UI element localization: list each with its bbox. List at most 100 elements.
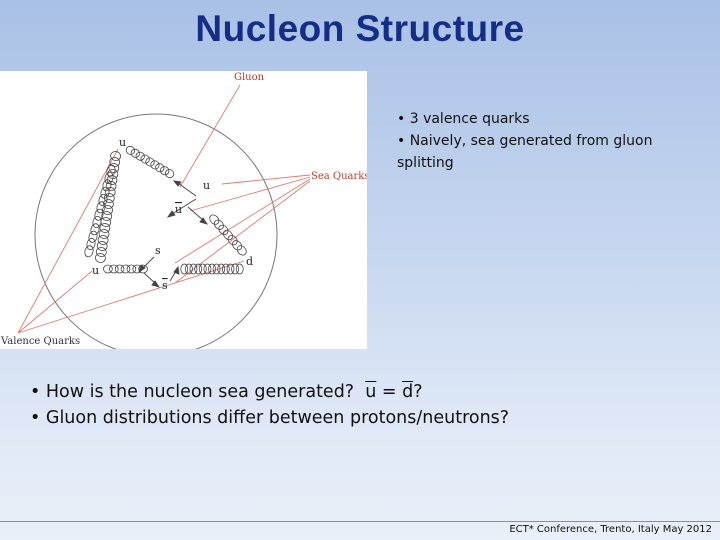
slide-title: Nucleon Structure: [195, 8, 525, 49]
ubar-symbol: u: [365, 382, 377, 402]
footer-text: ECT* Conference, Trento, Italy May 2012: [509, 524, 712, 535]
bullet-valence-quarks: • 3 valence quarks: [397, 111, 530, 127]
gluon-coil-loop: [184, 263, 193, 275]
arrow-head: [166, 210, 176, 218]
sea-question-text: • How is the nucleon sea generated?: [30, 382, 366, 402]
gluon-coils: [84, 145, 247, 275]
gluon-coil-loop: [103, 264, 113, 274]
equals-sign: =: [376, 382, 403, 402]
arrow-head: [199, 217, 209, 225]
bullet-sea-generation-cont: splitting: [397, 155, 454, 171]
question-mark: ?: [413, 382, 423, 402]
gluon-coil-loop: [98, 229, 110, 239]
gluon-coil-loop: [92, 216, 102, 228]
gluon-coil-loop: [99, 223, 111, 233]
sea-quarks-label: Sea Quarks: [311, 171, 367, 182]
gluon-coil-loop: [155, 163, 165, 173]
gluon-coil-loop: [108, 163, 120, 173]
gluon-coil-loop: [90, 223, 100, 236]
nucleon-boundary: [34, 113, 278, 349]
arrow-head: [173, 265, 180, 275]
right-bullet-list: • 3 valence quarks • Naively, sea genera…: [397, 108, 697, 174]
footer-divider: [0, 521, 720, 522]
gluon-coil-loop: [126, 264, 137, 274]
gluon-coil-loop: [235, 263, 244, 275]
gluon-coil-loop: [100, 186, 110, 199]
arrow-line: [187, 206, 205, 222]
gluon-coil-loop: [203, 263, 212, 275]
bullet-sea-generation: • Naively, sea generated from gluon: [397, 133, 653, 149]
quark-labels: u u u s s u d: [92, 136, 253, 292]
gluon-coil-loop: [232, 240, 243, 251]
gluon-coil-loop: [103, 193, 115, 203]
bullet-gluon-question: • Gluon distributions differ between pro…: [30, 408, 510, 428]
sea-quark-pointer-1: [221, 174, 311, 185]
valence-quarks-label: Valence Quarks: [0, 336, 80, 347]
gluon-coil-loop: [104, 172, 114, 184]
gluon-coil-loop: [140, 154, 150, 164]
valence-pointer-3: [17, 260, 245, 334]
gluon-coil-loop: [86, 238, 96, 250]
gluon-coil-loop: [231, 263, 240, 275]
gluon-coil-loop: [88, 230, 98, 243]
gluon-coil-loop: [226, 263, 235, 275]
gluon-coil-loop: [150, 160, 160, 170]
gluon-coil-loop: [96, 241, 108, 251]
quark-u-top: u: [119, 136, 126, 149]
gluon-coil-loop: [145, 157, 155, 167]
gluon-coil-loop: [218, 224, 229, 236]
quark-u-inner: u: [203, 179, 210, 192]
gluon-coil-loop: [223, 229, 233, 241]
quark-sbar: s: [162, 279, 168, 292]
quark-d: d: [246, 255, 253, 268]
gluon-coil-loop: [212, 263, 221, 275]
pointer-lines: [17, 84, 311, 334]
gluon-coil-loop: [101, 211, 113, 221]
quark-arrows: [138, 180, 209, 288]
gluon-coil-loop: [125, 145, 136, 155]
quark-ubar: u: [175, 203, 182, 216]
gluon-coil-loop: [209, 214, 220, 225]
dbar-symbol: d: [402, 382, 414, 402]
gluon-coil-loop: [95, 247, 107, 257]
arrow-line: [171, 198, 197, 215]
gluon-coil-loop: [84, 245, 94, 258]
gluon-coil-loop: [94, 208, 104, 221]
quark-u-left: u: [92, 264, 99, 277]
gluon-coil-loop: [135, 151, 145, 161]
sea-quark-pointer-4: [174, 180, 311, 284]
quark-s: s: [155, 244, 161, 257]
gluon-coil-loop: [130, 148, 140, 158]
gluon-coil-loop: [189, 263, 198, 275]
arrow-line: [177, 182, 197, 197]
gluon-coil-loop: [96, 201, 106, 214]
nucleon-diagram-svg: u u u s s u d Gluon Sea Quarks Valence Q…: [0, 72, 367, 349]
gluon-coil-loop: [213, 219, 224, 230]
main-bullet-list: • How is the nucleon sea generated? u = …: [30, 379, 710, 431]
bullet-sea-question: • How is the nucleon sea generated? u = …: [30, 379, 710, 405]
gluon-coil-loop: [98, 194, 108, 206]
gluon-coil-loop: [114, 264, 125, 274]
gluon-coil-loop: [208, 263, 216, 275]
gluon-pointer: [179, 84, 241, 188]
valence-pointer-1: [17, 148, 119, 334]
sea-quark-pointer-2: [189, 176, 311, 212]
gluon-coil-loop: [194, 263, 203, 275]
gluon-coil-loop: [164, 169, 175, 179]
gluon-coil-loop: [95, 253, 106, 263]
gluon-coil-loop: [97, 235, 109, 245]
gluon-coil-loop: [217, 263, 226, 275]
nucleon-diagram: u u u s s u d Gluon Sea Quarks Valence Q…: [0, 71, 367, 349]
valence-pointer-2: [17, 270, 93, 334]
gluon-coil-loop: [102, 205, 113, 215]
arrow-head: [138, 264, 146, 274]
gluon-coil-loop: [102, 179, 112, 192]
figure-labels: Gluon Sea Quarks: [234, 72, 367, 182]
gluon-coil-loop: [221, 263, 230, 275]
arrow-head: [172, 180, 182, 187]
gluon-coil-loop: [138, 264, 148, 274]
gluon-coil-loop: [236, 245, 247, 256]
gluon-coil-loop: [180, 263, 189, 275]
gluon-coil-loop: [227, 234, 238, 246]
gluon-label: Gluon: [234, 72, 265, 83]
